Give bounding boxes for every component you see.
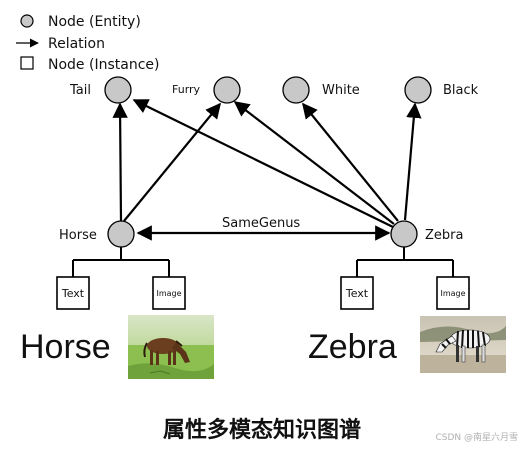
instance-horse-text <box>56 276 90 310</box>
watermark: CSDN @南星六月雪 <box>435 431 518 443</box>
zebra-photo <box>420 316 506 373</box>
node-black <box>404 76 432 104</box>
big-label-zebra: Zebra <box>308 328 397 366</box>
legend-relation-label: Relation <box>48 36 105 52</box>
node-tail <box>104 76 132 104</box>
caption: 属性多模态知识图谱 <box>163 417 361 443</box>
legend: Node (Entity) Relation Node (Instance) <box>16 14 159 73</box>
instance-zebra-text-label: Text <box>345 287 369 300</box>
big-label-horse: Horse <box>20 328 111 366</box>
attribute-nodes: Tail Furry White Black <box>69 76 479 104</box>
legend-entity-icon <box>20 14 34 28</box>
legend-instance-icon <box>20 56 34 70</box>
relation-edges <box>112 99 422 241</box>
edge-zebra-white <box>302 102 399 222</box>
node-furry-label: Furry <box>172 83 201 96</box>
node-zebra <box>390 220 418 248</box>
samegenus-label: SameGenus <box>222 216 300 231</box>
node-zebra-label: Zebra <box>425 228 463 243</box>
edge-horse-furry <box>123 102 221 222</box>
edge-zebra-tail <box>132 99 394 228</box>
edge-zebra-furry <box>233 101 395 225</box>
instance-horse-text-label: Text <box>61 287 85 300</box>
legend-instance-label: Node (Instance) <box>48 57 159 73</box>
instance-zebra-text <box>340 276 374 310</box>
edge-horse-tail <box>112 102 128 223</box>
node-horse-label: Horse <box>59 228 97 243</box>
instance-horse-image-label: Image <box>156 289 181 298</box>
entity-nodes: Horse Zebra <box>59 220 463 248</box>
node-furry <box>213 76 241 104</box>
instance-horse-image <box>152 276 186 310</box>
edge-zebra-black <box>403 102 422 221</box>
node-horse <box>107 220 135 248</box>
instance-nodes: Text Image Text Image <box>56 276 470 310</box>
horse-photo <box>128 315 214 379</box>
node-black-label: Black <box>443 83 479 98</box>
instance-connectors <box>72 247 454 277</box>
instance-zebra-image <box>436 276 470 310</box>
node-white-label: White <box>322 83 360 98</box>
instance-zebra-image-label: Image <box>440 289 465 298</box>
legend-entity-label: Node (Entity) <box>48 14 141 30</box>
node-tail-label: Tail <box>69 83 91 98</box>
node-white <box>282 76 310 104</box>
